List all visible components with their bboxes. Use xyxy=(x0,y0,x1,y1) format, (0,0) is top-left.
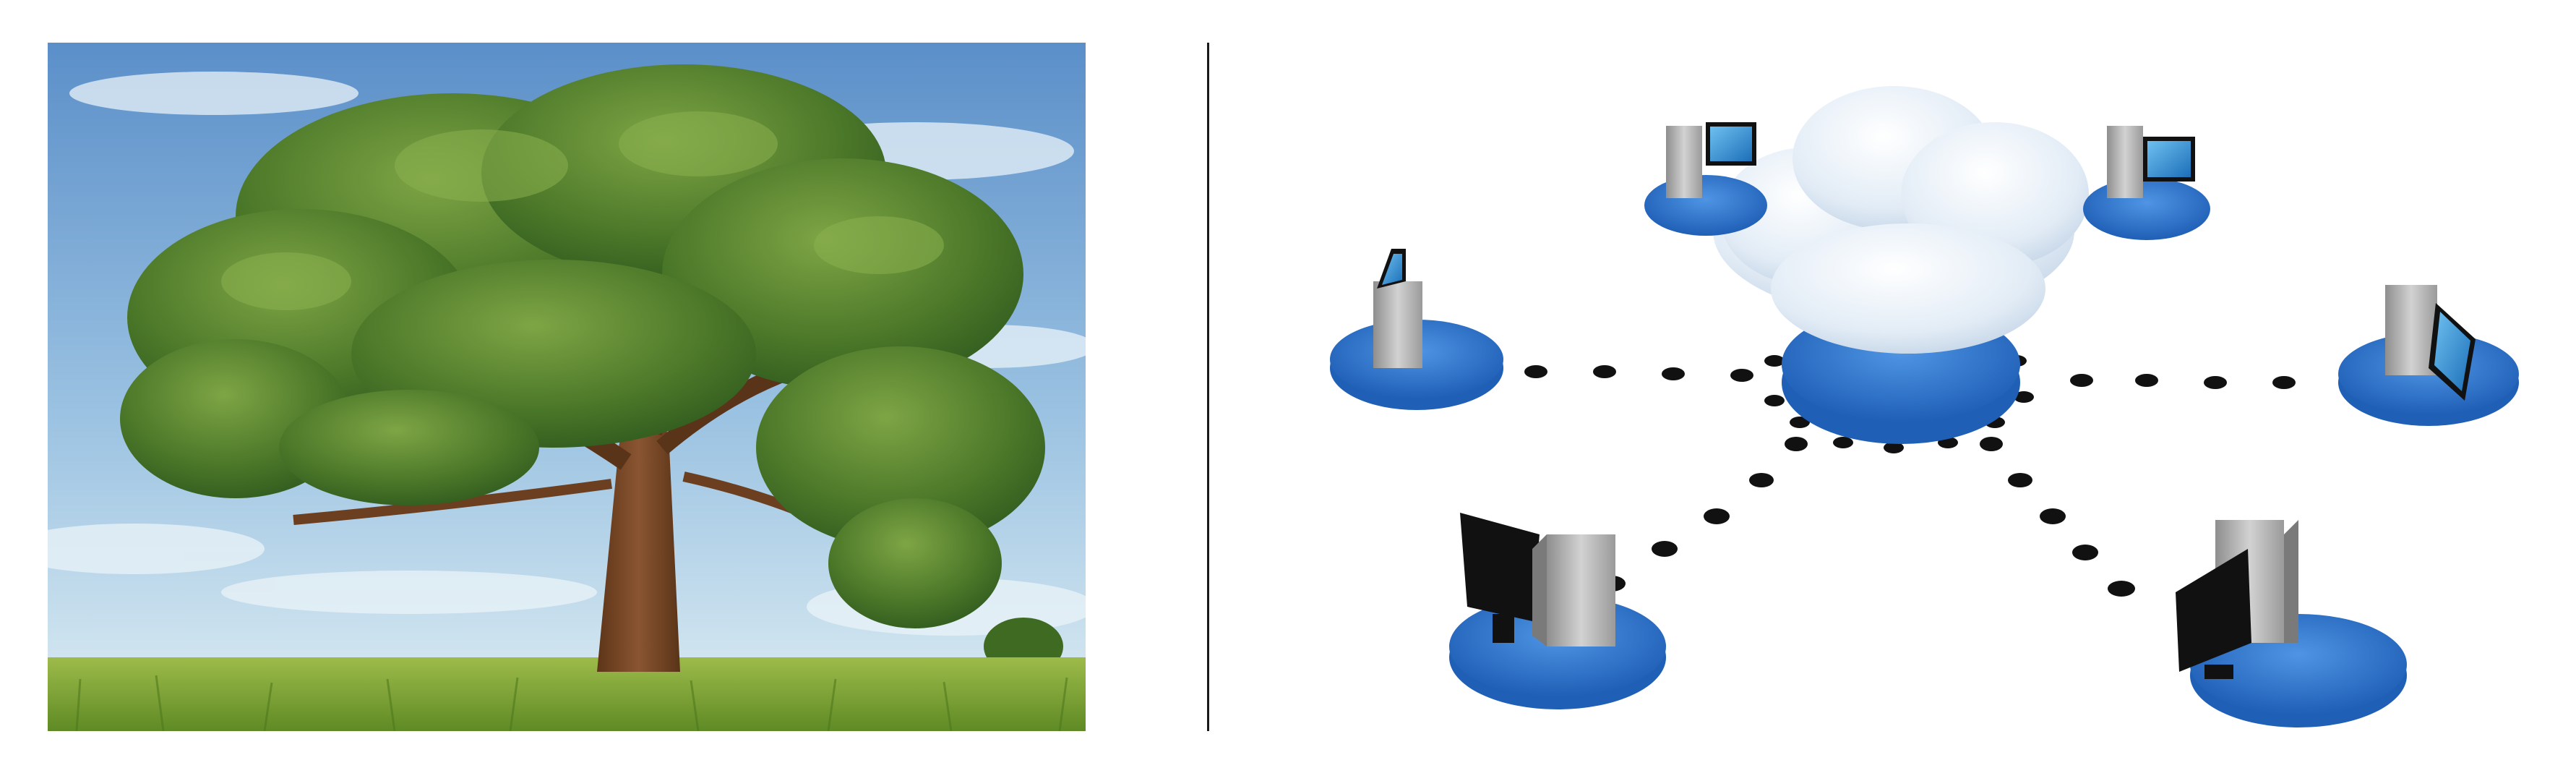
computer-tower-icon xyxy=(1373,281,1422,368)
cloud-network-illustration xyxy=(1243,43,2544,731)
computer-tower-icon xyxy=(2385,285,2437,375)
tree-photo xyxy=(48,43,1086,731)
node-bottom-right xyxy=(2176,520,2407,727)
node-top-right xyxy=(2083,126,2210,240)
panel-divider xyxy=(1207,43,1209,731)
node-mid-right xyxy=(2338,285,2519,426)
node-top-left xyxy=(1644,122,1767,236)
tree-icon xyxy=(48,43,1086,731)
computer-tower-icon xyxy=(1547,534,1615,646)
monitor-icon xyxy=(1460,513,1540,621)
cloud-icon xyxy=(1713,86,2089,354)
grass-blades xyxy=(75,675,1068,731)
cloud-server-hub xyxy=(1713,86,2089,444)
monitor-icon xyxy=(2176,549,2251,672)
cloud-network-icon xyxy=(1330,86,2519,727)
node-mid-left xyxy=(1330,249,1503,410)
node-bottom-left xyxy=(1449,513,1666,709)
canopy-highlights xyxy=(221,111,944,310)
computer-tower-icon xyxy=(1666,126,1702,198)
grass-field xyxy=(48,657,1086,731)
computer-tower-icon xyxy=(2107,126,2143,198)
